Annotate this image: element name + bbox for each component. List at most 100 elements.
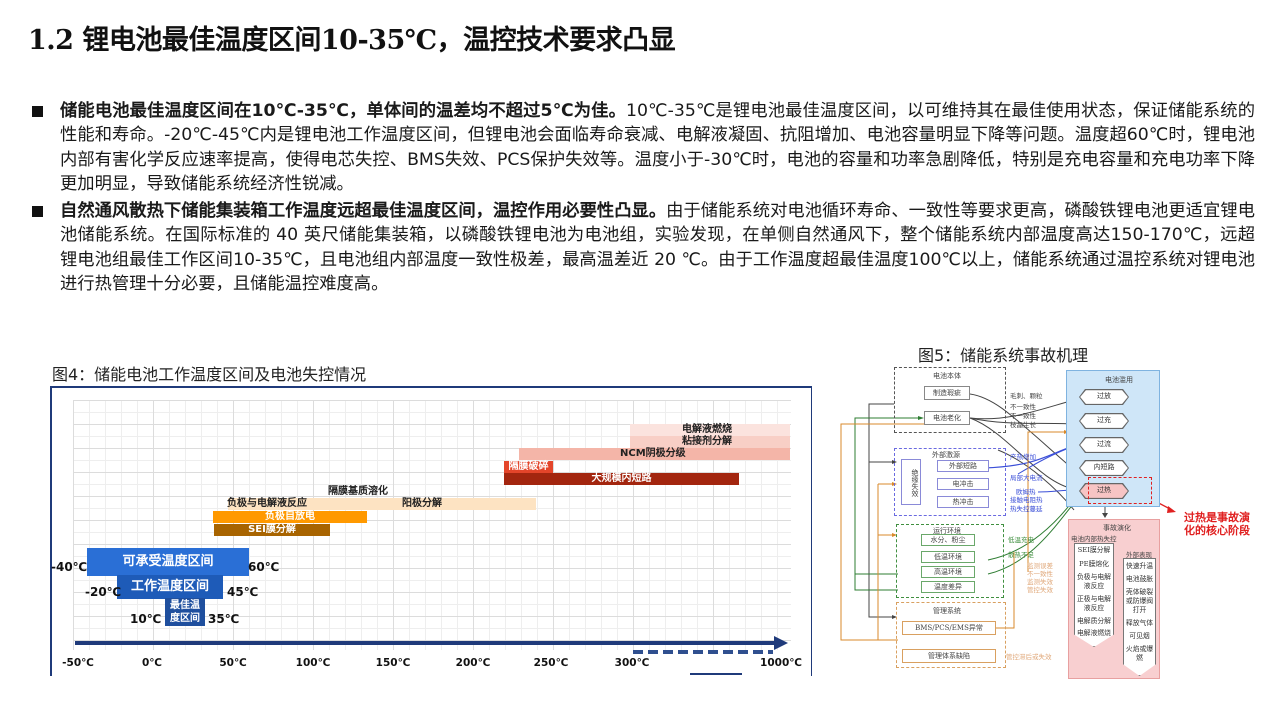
note-dendrite: 枝晶生长	[1010, 421, 1036, 429]
note-inconsistency: 不一致性	[1010, 403, 1036, 411]
box-external-short: 外部短路	[937, 460, 989, 472]
axis-tick: 150℃	[375, 657, 411, 669]
external-source-title: 外部激源	[932, 451, 960, 459]
external-manifest-title: 外部表现	[1126, 551, 1152, 559]
temperature-axis	[75, 641, 777, 645]
temp-label-60: 60℃	[248, 560, 280, 574]
temp-label-minus20: -20℃	[85, 585, 122, 599]
evolution-title: 事故演化	[1103, 524, 1131, 532]
box-management-defect: 管理体系缺陷	[902, 649, 996, 663]
management-title: 管理系统	[933, 607, 961, 615]
bar-label-binder: 粘接剂分解	[682, 436, 732, 447]
bar-label-cathode: 阳极分解	[402, 498, 442, 509]
box-bms-pcs-ems: BMS/PCS/EMS异常	[902, 621, 996, 635]
overheating-callout: 过热是事故演化的核心阶段	[1184, 511, 1250, 537]
environment-group	[896, 524, 1004, 598]
temp-label-35: 35℃	[208, 612, 240, 626]
bullet-heading: 自然通风散热下储能集装箱工作温度远超最佳温度区间，温控作用必要性凸显。	[60, 201, 667, 222]
management-group	[896, 602, 1006, 668]
note-ohmic-heat: 欧姆热	[1016, 488, 1036, 496]
axis-tick: 300℃	[614, 657, 650, 669]
box-battery-aging: 电池老化	[924, 411, 970, 425]
environment-title: 运行环境	[933, 527, 961, 535]
temp-label-minus40: -40℃	[51, 560, 88, 574]
figure4-frame	[50, 386, 812, 676]
battery-body-title: 电池本体	[933, 372, 961, 380]
page-title: 1.2 锂电池最佳温度区间10-35℃，温控技术要求凸显	[28, 25, 676, 56]
bar-electrolyte-burn	[630, 424, 790, 436]
range-optimal-line1: 最佳温	[170, 600, 200, 611]
temp-label-45: 45℃	[227, 585, 259, 599]
bar-binder	[630, 436, 790, 448]
box-insulation-failure: 绝缘失效	[901, 459, 921, 505]
axis-tick: 250℃	[533, 657, 569, 669]
range-optimal: 最佳温 度区间	[165, 598, 205, 626]
external-manifest-items: 快速升温 电池鼓胀 壳体破裂或防爆阀打开 释放气体 可见烟 火焰或爆燃	[1125, 562, 1154, 662]
note-monitor-error: 监测误差	[1027, 562, 1053, 570]
note-contact-heat: 接触电阻热	[1010, 496, 1043, 504]
bar-ncm	[519, 448, 790, 460]
note-poor-heat-dissipation: 散热不足	[1008, 551, 1034, 559]
internal-runaway-list	[1074, 543, 1114, 647]
figure5-caption: 图5：储能系统事故机理	[918, 346, 1089, 365]
axis-tick: 50℃	[219, 657, 247, 669]
bullet-body: 由于储能系统对电池循环寿命、一致性等要求更高，磷酸铁锂电池更适宜锂电池储能系统。…	[60, 201, 1255, 295]
bar-label-electrolyte-burn: 电解液燃烧	[682, 424, 732, 435]
bar-sei: SEI膜分解	[214, 524, 330, 536]
box-high-temp: 高温环境	[921, 566, 975, 578]
bullet-list: 储能电池最佳温度区间在10℃-35℃，单体间的温差均不超过5℃为佳。10℃-35…	[30, 99, 1255, 299]
axis-arrow-icon	[774, 636, 788, 650]
bar-large-short: 大规模内短路	[504, 473, 739, 485]
range-working: 工作温度区间	[117, 575, 223, 599]
square-bullet-icon	[32, 206, 43, 218]
bar-label-ncm: NCM阴极分级	[620, 448, 686, 459]
internal-runaway-items: SEI膜分解 PE膜熔化 负极与电解液反应 正极与电解液反应 电解质分解 电解液…	[1077, 546, 1111, 637]
range-optimal-line2: 度区间	[170, 613, 200, 624]
range-tolerable: 可承受温度区间	[87, 548, 249, 576]
internal-runaway-title: 电池内部热失控	[1071, 535, 1117, 543]
bullet-item: 自然通风散热下储能集装箱工作温度远超最佳温度区间，温控作用必要性凸显。由于储能系…	[30, 199, 1255, 296]
box-temp-difference: 温度差异	[921, 581, 975, 593]
note-low-temp-charging: 低温充电	[1008, 536, 1034, 544]
hex-over-discharge: 过放	[1079, 389, 1129, 405]
bar-anode-reaction	[228, 498, 536, 510]
overheating-highlight	[1088, 477, 1152, 504]
bar-separator-break: 隔膜破碎	[504, 461, 553, 473]
note-monitor-failure: 监测失效	[1027, 578, 1053, 586]
note-runaway-spread: 热失控蔓延	[1010, 505, 1043, 513]
bullet-item: 储能电池最佳温度区间在10℃-35℃，单体间的温差均不超过5℃为佳。10℃-35…	[30, 99, 1255, 196]
figure4-caption: 图4：储能电池工作温度区间及电池失控情况	[52, 365, 367, 384]
axis-tick: -50℃	[62, 657, 94, 669]
bar-label-anode-reaction: 负极与电解液反应	[227, 498, 307, 509]
bar-self-discharge: 负极自放电	[213, 511, 367, 523]
box-moisture-dust: 水分、粉尘	[921, 534, 975, 546]
note-burr-particle: 毛刺、颗粒	[1010, 392, 1043, 400]
bullet-heading: 储能电池最佳温度区间在10℃-35℃，单体间的温差均不超过5℃为佳。	[60, 101, 626, 121]
axis-tick: 200℃	[455, 657, 491, 669]
temp-label-10: 10℃	[130, 612, 162, 626]
note-local-current: 局部大电流	[1010, 474, 1043, 482]
hex-over-current: 过流	[1079, 437, 1129, 453]
hex-overheating: 过热	[1079, 483, 1129, 499]
box-thermal-shock: 热冲击	[937, 496, 989, 508]
battery-abuse-title: 电池滥用	[1105, 376, 1133, 384]
note-control-failure: 管控失效	[1027, 586, 1053, 594]
note-inconsistency-2: 不一致性	[1010, 412, 1036, 420]
axis-break-dashes	[633, 650, 773, 654]
note-control-lag: 管控滞后或失效	[1006, 653, 1052, 661]
hex-internal-short: 内短路	[1079, 460, 1129, 476]
axis-tick: 0℃	[141, 657, 163, 669]
bullet-body: 10℃-35℃是锂电池最佳温度区间，以可维持其在最佳使用状态，保证储能系统的性能…	[60, 101, 1255, 194]
hex-over-charge: 过充	[1079, 413, 1129, 429]
accident-mechanism-diagram: 电池本体 制造瑕疵 电池老化 毛刺、颗粒 不一致性 不一致性 枝晶生长 电池滥用…	[838, 362, 1178, 680]
battery-body-group	[894, 367, 1006, 433]
box-manufacturing-defect: 制造瑕疵	[924, 386, 970, 400]
box-low-temp: 低温环境	[921, 551, 975, 563]
bar-label-separator-melt: 隔膜基质溶化	[328, 486, 388, 497]
diagram-connectors	[840, 382, 1176, 641]
square-bullet-icon	[32, 106, 43, 117]
axis-tick: 100℃	[295, 657, 331, 669]
frame-stub	[690, 673, 742, 675]
external-source-group	[894, 448, 1006, 516]
note-monitor-inconsistency: 不一致性	[1027, 570, 1053, 578]
